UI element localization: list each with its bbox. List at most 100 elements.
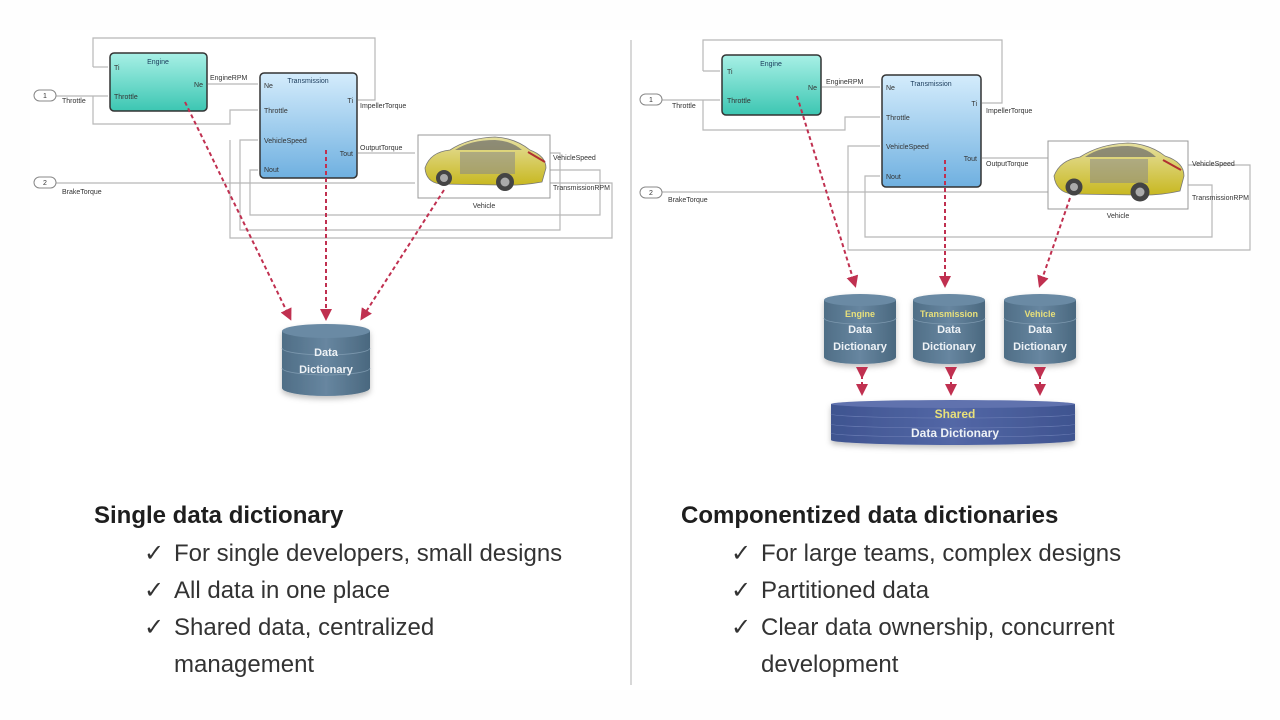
vehicle-block[interactable]: Vehicle xyxy=(1047,140,1189,220)
signal-label-brake-torque: BrakeTorque xyxy=(62,189,102,196)
port-label: Ne xyxy=(194,82,203,89)
bullet-text: Partitioned data xyxy=(761,577,930,604)
port-label: Ne xyxy=(264,83,273,90)
signal-label-engine-rpm: EngineRPM xyxy=(210,75,248,82)
bullet-text-continuation: management xyxy=(174,651,315,678)
port-label: Throttle xyxy=(264,108,288,115)
bullet-text: All data in one place xyxy=(174,577,391,604)
signal-label-transmission-rpm: TransmissionRPM xyxy=(553,185,610,192)
bullet-item: ✓ Clear data ownership, concurrent devel… xyxy=(731,609,1121,683)
port-label: Throttle xyxy=(114,94,138,101)
inport-1[interactable]: 1 xyxy=(33,89,57,102)
inport-2[interactable]: 2 xyxy=(33,176,57,189)
vehicle-data-dictionary-icon[interactable] xyxy=(1003,294,1077,364)
data-dictionary-icon[interactable] xyxy=(281,324,371,396)
engine-block[interactable]: Engine Ti Throttle Ne xyxy=(109,52,208,112)
inport-number: 2 xyxy=(649,190,653,197)
signal-label-output-torque: OutputTorque xyxy=(360,145,403,152)
signal-label-throttle: Throttle xyxy=(62,98,86,105)
block-title: Vehicle xyxy=(1107,213,1130,220)
engine-block[interactable]: Engine Ti Throttle Ne xyxy=(721,54,822,116)
signal-label-vehicle-speed: VehicleSpeed xyxy=(553,155,596,162)
left-simulink-model: 1 Throttle 2 BrakeTorque Engine Ti Throt… xyxy=(33,37,613,396)
inport-2[interactable]: 2 xyxy=(639,186,663,199)
bullet-text: For large teams, complex designs xyxy=(761,540,1122,567)
bullet-text: For single developers, small designs xyxy=(174,540,563,567)
dictionary-label: Dictionary xyxy=(922,341,977,353)
signal-label-engine-rpm: EngineRPM xyxy=(826,79,864,86)
port-label: Nout xyxy=(264,167,279,174)
signal-label-impeller-torque: ImpellerTorque xyxy=(360,103,406,110)
port-label: Ne xyxy=(886,85,895,92)
right-bullet-list: ✓ For large teams, complex designs ✓ Par… xyxy=(731,535,1121,683)
car-cutaway-icon xyxy=(424,136,547,191)
port-label: Throttle xyxy=(727,98,751,105)
dictionary-label: Dictionary xyxy=(299,364,354,376)
block-title: Vehicle xyxy=(473,203,496,210)
left-heading: Single data dictionary xyxy=(94,502,344,529)
dictionary-owner-label: Vehicle xyxy=(1024,309,1055,319)
port-label: Ti xyxy=(971,101,977,108)
block-title: Engine xyxy=(147,59,169,66)
bullet-item: ✓ Shared data, centralized management xyxy=(144,609,562,683)
port-label: Ti xyxy=(114,65,120,72)
dictionary-owner-label: Transmission xyxy=(920,309,978,319)
port-label: Ti xyxy=(347,98,353,105)
signal-label-transmission-rpm: TransmissionRPM xyxy=(1192,195,1249,202)
transmission-block[interactable]: Transmission Ne Throttle VehicleSpeed No… xyxy=(881,74,982,188)
right-heading: Componentized data dictionaries xyxy=(681,502,1059,529)
dictionary-label: Data xyxy=(848,324,873,336)
block-title: Engine xyxy=(760,61,782,68)
checkmark-icon: ✓ xyxy=(731,614,752,641)
checkmark-icon: ✓ xyxy=(731,540,752,567)
port-label: Ne xyxy=(808,85,817,92)
bullet-item: ✓ Partitioned data xyxy=(731,572,1121,609)
checkmark-icon: ✓ xyxy=(144,614,165,641)
shared-data-dictionary-icon[interactable] xyxy=(830,400,1076,445)
bullet-item: ✓ For large teams, complex designs xyxy=(731,535,1121,572)
dictionary-label: Data xyxy=(937,324,962,336)
signal-label-brake-torque: BrakeTorque xyxy=(668,197,708,204)
engine-data-dictionary-icon[interactable] xyxy=(823,294,897,364)
signal-label-throttle: Throttle xyxy=(672,103,696,110)
bullet-text: Shared data, centralized xyxy=(174,614,435,641)
bullet-text: Clear data ownership, concurrent xyxy=(761,614,1115,641)
left-bullet-list: ✓ For single developers, small designs ✓… xyxy=(144,535,562,683)
right-simulink-model: 1 Throttle 2 BrakeTorque Engine Ti Throt… xyxy=(639,39,1251,445)
inport-number: 1 xyxy=(649,97,653,104)
port-label: Ti xyxy=(727,69,733,76)
block-title: Transmission xyxy=(287,78,328,85)
column-divider xyxy=(630,40,632,685)
vehicle-block[interactable]: Vehicle xyxy=(417,134,551,210)
inport-1[interactable]: 1 xyxy=(639,93,663,106)
dictionary-links xyxy=(796,95,1071,288)
transmission-data-dictionary-icon[interactable] xyxy=(912,294,986,364)
shared-dictionary-label: Data Dictionary xyxy=(911,426,999,440)
dictionary-label: Dictionary xyxy=(833,341,888,353)
bullet-text-continuation: development xyxy=(761,651,899,678)
dictionary-label: Data xyxy=(314,347,339,359)
port-label: VehicleSpeed xyxy=(886,144,929,151)
car-cutaway-icon xyxy=(1053,142,1185,202)
port-label: VehicleSpeed xyxy=(264,138,307,145)
signal-wires xyxy=(56,37,613,239)
dictionary-label: Data xyxy=(1028,324,1053,336)
port-label: Nout xyxy=(886,174,901,181)
transmission-block[interactable]: Transmission Ne Throttle VehicleSpeed No… xyxy=(259,72,358,179)
signal-wires xyxy=(662,39,1251,251)
checkmark-icon: ✓ xyxy=(144,577,165,604)
checkmark-icon: ✓ xyxy=(144,540,165,567)
dictionary-owner-label: Engine xyxy=(845,309,875,319)
bullet-item: ✓ All data in one place xyxy=(144,572,562,609)
block-title: Transmission xyxy=(910,81,951,88)
shared-links xyxy=(856,367,1046,396)
shared-owner-label: Shared xyxy=(935,407,976,421)
inport-number: 2 xyxy=(43,180,47,187)
inport-number: 1 xyxy=(43,93,47,100)
bullet-item: ✓ For single developers, small designs xyxy=(144,535,562,572)
port-label: Tout xyxy=(340,151,353,158)
dictionary-links xyxy=(184,101,445,321)
signal-label-impeller-torque: ImpellerTorque xyxy=(986,108,1032,115)
signal-label-vehicle-speed: VehicleSpeed xyxy=(1192,161,1235,168)
